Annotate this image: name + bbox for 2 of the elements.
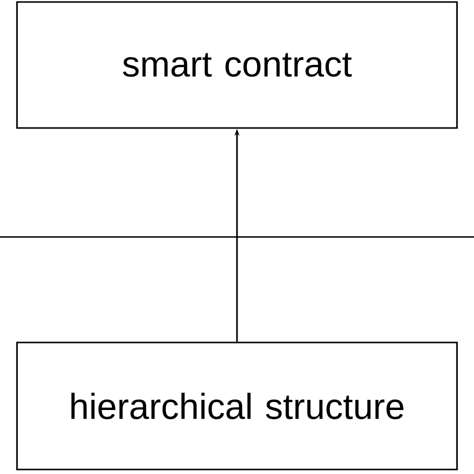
process-box: hierarchical structure	[16, 342, 458, 470]
process-box: smart contract	[16, 1, 458, 129]
